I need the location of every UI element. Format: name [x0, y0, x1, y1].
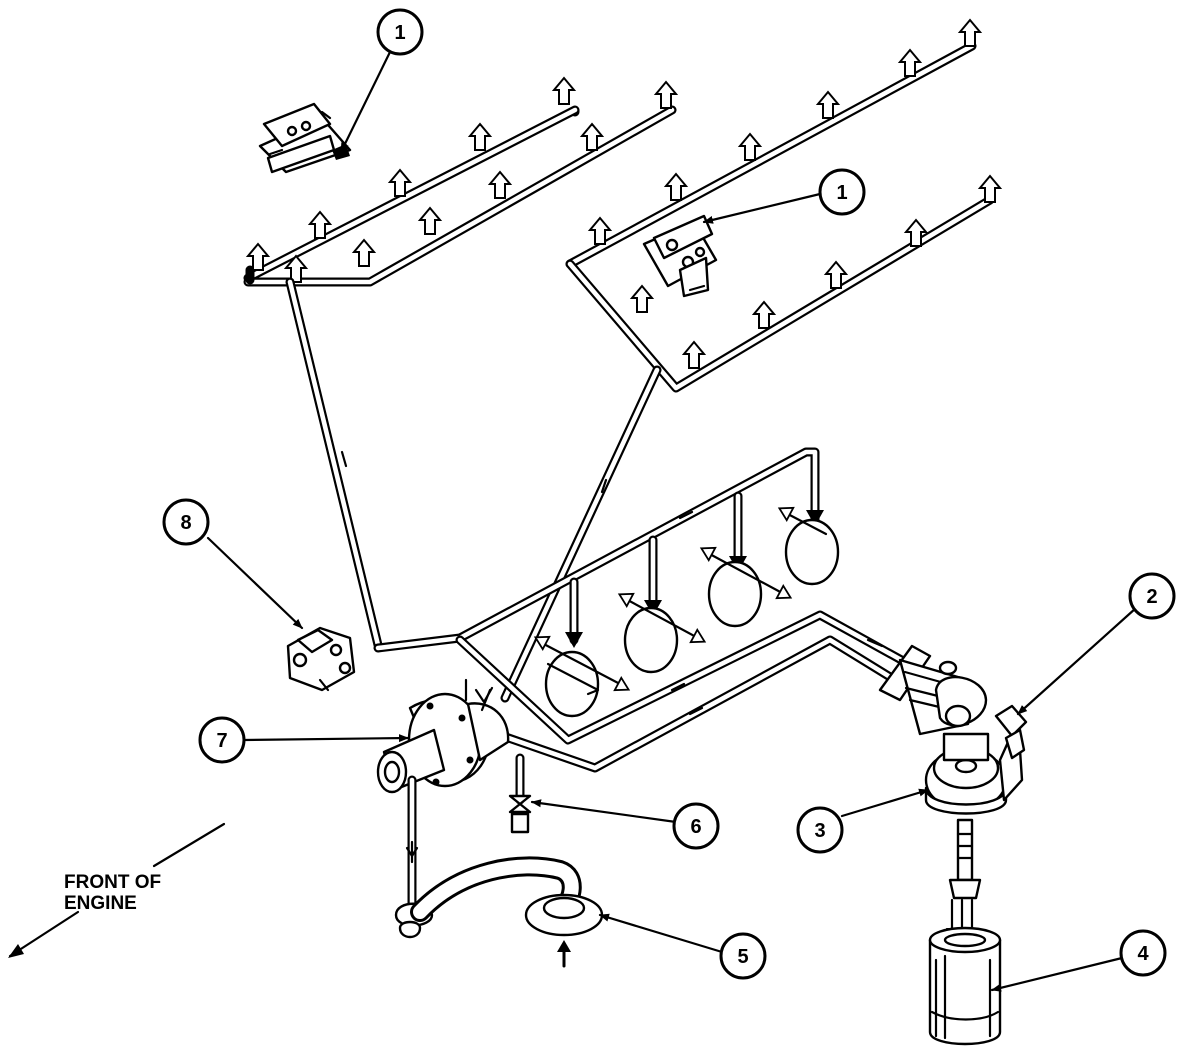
callout-1-left-label: 1	[394, 22, 405, 44]
callout-8: 8	[162, 498, 210, 546]
front-of-engine-line1: FRONT OF	[64, 872, 161, 893]
oil-pump	[376, 678, 510, 794]
callout-4-label: 4	[1137, 943, 1149, 965]
oil-filter	[928, 926, 1002, 1046]
filter-nipple	[946, 818, 982, 944]
head-feed-risers	[285, 277, 662, 703]
oil-level-sensor	[286, 626, 356, 692]
right-head-gallery	[565, 19, 1001, 393]
callout-7-label: 7	[216, 730, 227, 752]
rocker-feed-arrows-left-lower	[285, 81, 677, 283]
callout-7: 7	[198, 716, 246, 764]
callout-4: 4	[1119, 929, 1167, 977]
callout-2-label: 2	[1146, 586, 1157, 608]
pickup-tube	[394, 775, 582, 939]
callout-2: 2	[1128, 572, 1176, 620]
cam-bearing-1	[531, 630, 633, 718]
rocker-arm-right	[642, 214, 718, 298]
rocker-feed-arrows-right-upper	[589, 19, 981, 245]
pressure-relief-valve	[508, 753, 532, 834]
callout-3: 3	[796, 806, 844, 854]
callout-6: 6	[672, 802, 720, 850]
oil-filter-adapter	[878, 644, 1024, 815]
cam-bearing-4	[775, 501, 840, 586]
callout-1-right-label: 1	[836, 182, 847, 204]
callout-3-label: 3	[814, 820, 825, 842]
callout-8-label: 8	[180, 512, 191, 534]
leader-lines	[206, 50, 1138, 992]
rocker-feed-arrows-left-upper	[247, 77, 575, 271]
main-oil-gallery	[373, 447, 910, 773]
callout-5-label: 5	[737, 946, 748, 968]
callout-5: 5	[719, 932, 767, 980]
oil-pressure-sender	[994, 704, 1028, 760]
callout-1-left: 1	[376, 8, 424, 56]
front-of-engine-line2: ENGINE	[64, 893, 137, 914]
front-of-engine-indicator: FRONT OF ENGINE	[8, 822, 226, 958]
cam-bearing-2	[615, 587, 709, 674]
callout-1-right: 1	[818, 168, 866, 216]
cam-bearing-3	[697, 541, 795, 628]
rocker-arm-left	[258, 102, 352, 174]
camshaft-bearings	[531, 501, 840, 718]
callout-6-label: 6	[690, 816, 701, 838]
oil-pickup-screen	[524, 893, 604, 968]
